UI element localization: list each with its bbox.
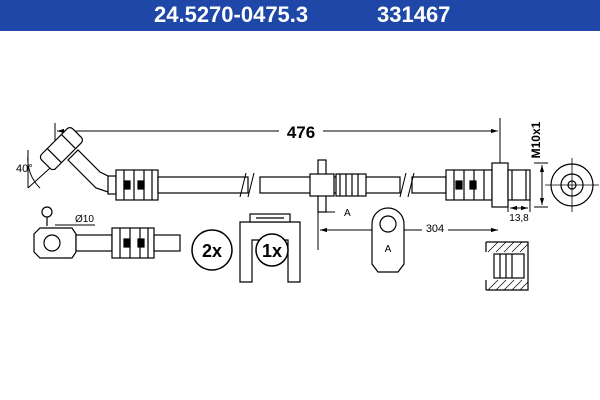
detail-a-label: A (344, 208, 351, 219)
title-bar: 24.5270-0475.3 331467 (0, 0, 600, 31)
thread-label: M10x1 (529, 121, 543, 158)
end-view (545, 158, 599, 212)
mounting-bracket (371, 207, 405, 273)
section-view (485, 241, 529, 291)
clip-quantity: 2x (191, 229, 233, 271)
bracket-quantity: 1x (255, 233, 289, 267)
hex-dimension: 13,8 (507, 200, 531, 224)
banjo-detail (33, 206, 181, 259)
angle-label: 40° (16, 163, 33, 175)
banjo-fitting (39, 127, 113, 193)
bracket-a-label: A (385, 244, 392, 255)
reference-number: 331467 (377, 2, 451, 27)
thread-dimension: M10x1 (529, 121, 548, 208)
clip-qty-label: 2x (202, 241, 222, 261)
bracket-position-dimension: 304 (317, 205, 498, 250)
hex-label: 13,8 (509, 213, 529, 224)
bracket-position-label: 304 (426, 223, 444, 235)
part-number: 24.5270-0475.3 (154, 2, 309, 27)
length-label: 476 (287, 123, 315, 142)
hose-assembly (107, 159, 531, 213)
retaining-clip (239, 213, 301, 283)
bracket-qty-label: 1x (262, 241, 282, 261)
bore-dimension: Ø10 (55, 214, 95, 226)
bore-label: Ø10 (75, 214, 94, 225)
detail-a-marker: A (322, 208, 351, 219)
length-dimension: 476 (54, 118, 501, 170)
